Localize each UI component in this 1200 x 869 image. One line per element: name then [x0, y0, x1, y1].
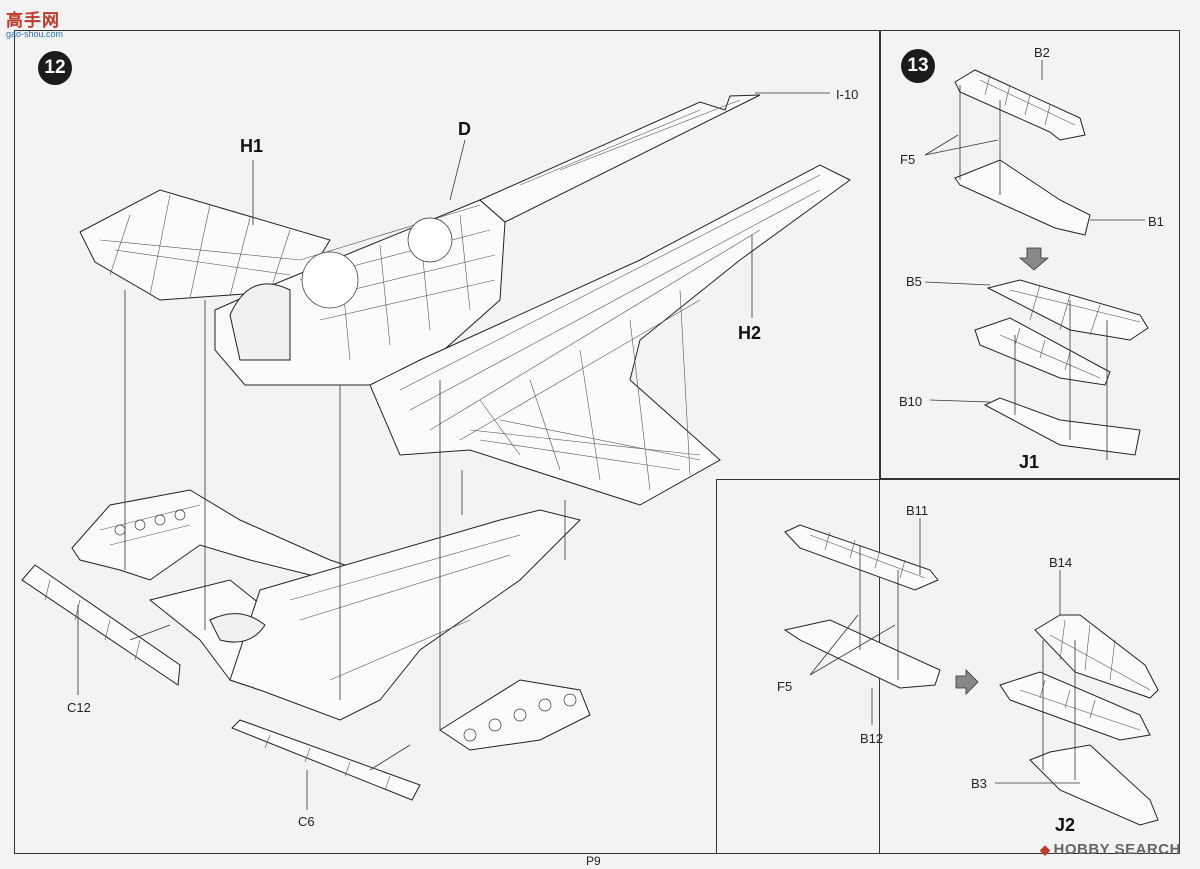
- part-b10-drawing: [974, 317, 1141, 456]
- wing-h2-drawing: [369, 164, 851, 506]
- label-b5: B5: [906, 274, 922, 289]
- part-b3-drawing: [999, 671, 1159, 826]
- label-h2: H2: [738, 323, 762, 343]
- label-b14: B14: [1049, 555, 1073, 570]
- flap-c6-drawing: [231, 719, 421, 801]
- label-f5-step13: F5: [900, 152, 916, 167]
- label-b10: B10: [899, 394, 923, 409]
- watermark-top-left: 高手网 gao-shou.com: [6, 6, 63, 39]
- step-12-frame: [14, 30, 880, 854]
- label-b1: B1: [1148, 214, 1164, 229]
- label-c6: C6: [298, 814, 315, 829]
- watermark-bottom-text: HOBBY SEARCH: [1053, 841, 1181, 858]
- label-b11: B11: [906, 503, 929, 518]
- label-b3: B3: [971, 776, 987, 791]
- step-13-badge: 13: [901, 49, 935, 83]
- fuselage-center-drawing: [214, 199, 506, 386]
- tail-boom-drawing: [479, 94, 761, 223]
- label-b12: B12: [860, 731, 884, 746]
- flap-c12-drawing: [21, 564, 181, 686]
- step-j2-frame: [716, 479, 1180, 854]
- label-h1: H1: [240, 136, 264, 156]
- lower-frame-drawing: [71, 489, 591, 751]
- label-i10: I-10: [836, 87, 859, 102]
- label-c12: C12: [67, 700, 91, 715]
- step-12-leaders: [77, 92, 830, 810]
- page-number: P9: [586, 854, 601, 868]
- hobby-search-logo-icon: ◆: [1040, 842, 1051, 857]
- part-b1-drawing: [954, 159, 1091, 236]
- label-j1: J1: [1019, 452, 1040, 472]
- label-b2: B2: [1034, 45, 1050, 60]
- watermark-bottom-right: ◆HOBBY SEARCH: [1040, 841, 1181, 858]
- part-b2-drawing: [954, 69, 1086, 141]
- part-b14-drawing: [1034, 614, 1159, 699]
- part-b11-drawing: [784, 524, 939, 591]
- step-j2-leaders: [809, 518, 1080, 784]
- label-d: D: [458, 119, 471, 139]
- step-13-frame: [880, 30, 1180, 479]
- right-arrow-icon: [955, 669, 979, 695]
- label-j2: J2: [1055, 815, 1076, 835]
- label-f5-j2: F5: [777, 679, 793, 694]
- part-b12-drawing: [783, 619, 941, 689]
- watermark-logo: 高手网: [6, 11, 60, 30]
- step-12-badge: 12: [38, 51, 72, 85]
- down-arrow-icon: [1018, 247, 1050, 271]
- step-13-leaders: [924, 60, 1145, 460]
- watermark-url: gao-shou.com: [6, 29, 64, 39]
